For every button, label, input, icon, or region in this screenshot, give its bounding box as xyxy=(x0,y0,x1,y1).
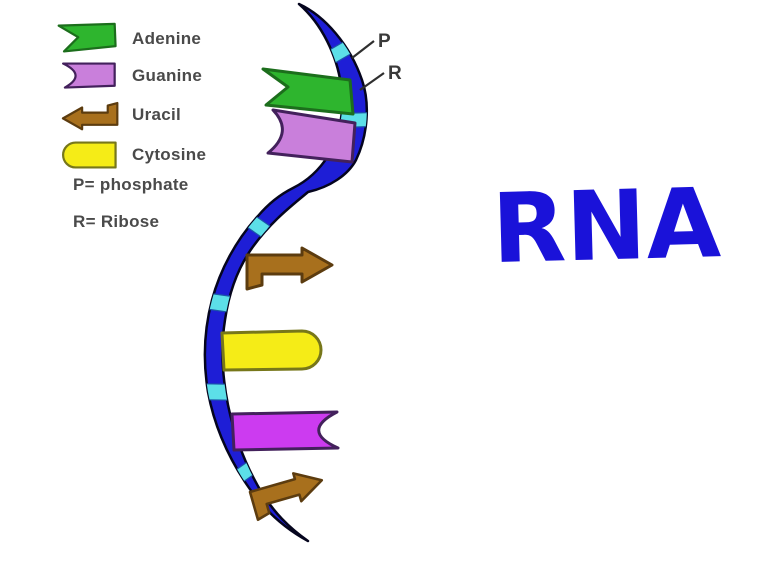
base-guanine-top xyxy=(266,108,357,164)
abbreviation-notes: P= phosphate R= Ribose xyxy=(73,175,189,249)
legend-label-adenine: Adenine xyxy=(132,28,202,48)
base-adenine xyxy=(261,67,355,116)
base-uracil-bottom xyxy=(248,472,324,522)
legend-label-uracil: Uracil xyxy=(132,105,182,124)
note-phosphate: P= phosphate xyxy=(73,175,189,194)
adenine-swatch-icon xyxy=(57,22,117,53)
guanine-swatch-icon xyxy=(62,61,116,89)
page-title: RNA xyxy=(490,167,722,286)
legend-label-guanine: Guanine xyxy=(132,65,203,85)
legend-row-guanine: Guanine xyxy=(56,57,206,94)
uracil-swatch-icon xyxy=(61,101,119,131)
note-ribose: R= Ribose xyxy=(73,212,160,231)
base-guanine-bottom xyxy=(230,410,340,452)
phosphate-pointer-line xyxy=(351,40,375,59)
cytosine-swatch-icon xyxy=(62,140,117,169)
legend-label-cytosine: Cytosine xyxy=(132,144,207,164)
ribose-pointer-line xyxy=(359,72,385,91)
phosphate-segment-5 xyxy=(204,383,234,401)
legend-row-adenine: Adenine xyxy=(56,20,206,57)
base-legend: Adenine Guanine Uracil Cytosine xyxy=(56,20,206,173)
rna-backbone xyxy=(203,2,369,543)
base-uracil-middle xyxy=(245,246,334,291)
legend-row-cytosine: Cytosine xyxy=(56,136,206,173)
legend-row-uracil: Uracil xyxy=(56,94,206,136)
ribose-pointer-label: R xyxy=(388,63,402,84)
phosphate-pointer-label: P xyxy=(378,31,391,52)
base-cytosine xyxy=(220,329,323,372)
